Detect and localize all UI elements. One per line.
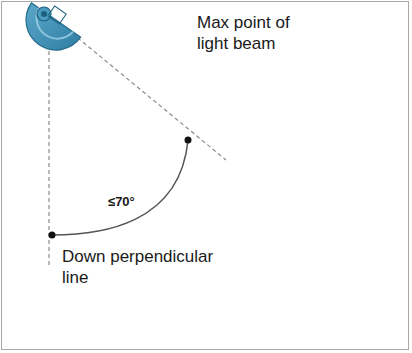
beam-point-dot [185,137,192,144]
angle-arc [52,140,188,235]
perpendicular-label: Down perpendicular line [62,246,222,289]
perpendicular-point-dot [49,232,56,239]
lamp-icon [26,3,81,50]
beam-label: Max point of light beam [197,12,315,55]
perpendicular-line [48,30,49,265]
angle-label: ≤70° [108,194,135,210]
frame [2,2,409,350]
